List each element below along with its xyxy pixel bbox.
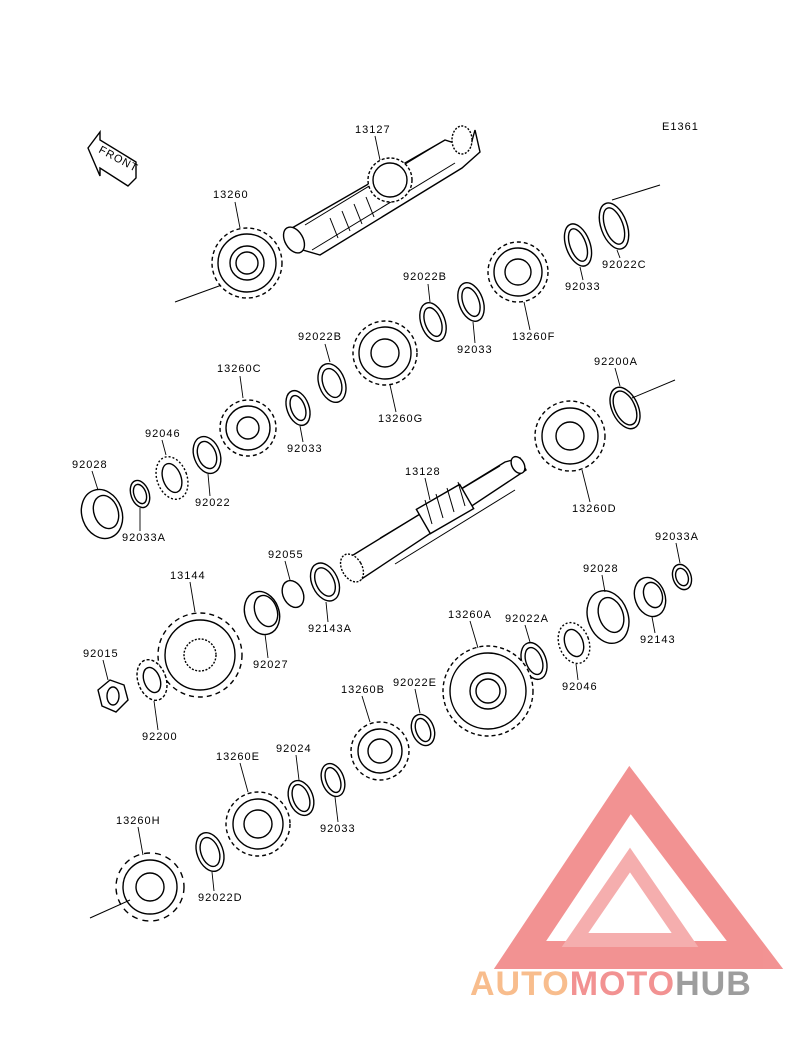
part-92033-top — [563, 223, 593, 267]
part-92028-right — [586, 590, 630, 644]
label-l13127: 13127 — [355, 124, 391, 136]
part-92046-right — [557, 621, 591, 665]
label-l92022c: 92022C — [602, 259, 647, 271]
part-92022B-top — [419, 302, 447, 342]
label-l92033-2: 92033 — [457, 344, 493, 356]
part-13260H — [115, 852, 185, 922]
label-l92055: 92055 — [268, 549, 304, 561]
label-l92033a-2: 92033A — [655, 531, 699, 543]
part-13260E — [225, 791, 291, 857]
watermark-auto: AUTO — [470, 965, 570, 1003]
part-92200A — [609, 386, 641, 430]
part-92143A — [309, 562, 341, 602]
label-l92200: 92200 — [142, 731, 178, 743]
front-arrow-icon: FRONT — [87, 129, 140, 187]
part-13260A — [442, 645, 534, 737]
label-l92143a: 92143A — [308, 623, 352, 635]
part-92022 — [192, 435, 222, 475]
part-92027 — [243, 590, 281, 636]
watermark-moto: MOTO — [570, 965, 675, 1003]
part-92046-top — [155, 455, 189, 501]
diagram-code: E1361 — [662, 121, 699, 133]
part-92024 — [287, 779, 315, 817]
part-13260 — [211, 227, 283, 299]
label-l92022d: 92022D — [198, 892, 243, 904]
part-13260F — [487, 241, 549, 303]
label-l92143: 92143 — [640, 634, 676, 646]
label-l92033-3: 92033 — [287, 443, 323, 455]
label-l13144: 13144 — [170, 570, 206, 582]
part-92028-top — [80, 488, 124, 540]
part-92022D — [195, 831, 225, 873]
label-l92033a-1: 92033A — [122, 532, 166, 544]
label-l92022b-2: 92022B — [298, 331, 342, 343]
label-l92015: 92015 — [83, 648, 119, 660]
part-92033-low — [285, 389, 311, 427]
part-92033-mid — [457, 282, 485, 322]
label-l92028-1: 92028 — [72, 459, 108, 471]
label-l92022b-1: 92022B — [403, 271, 447, 283]
label-l13260e: 13260E — [216, 751, 260, 763]
label-l92033-4: 92033 — [320, 823, 356, 835]
label-l92033-1: 92033 — [565, 281, 601, 293]
part-13260C — [219, 399, 277, 457]
label-l13260h: 13260H — [116, 815, 161, 827]
part-92033A-top — [129, 479, 151, 509]
label-l13260c: 13260C — [217, 363, 262, 375]
label-l92046-1: 92046 — [145, 428, 181, 440]
part-92015 — [97, 679, 129, 713]
part-92200 — [136, 658, 168, 702]
part-92143 — [633, 576, 667, 618]
label-l13260g: 13260G — [378, 413, 423, 425]
part-92033-bottom — [320, 762, 346, 798]
label-l13260a: 13260A — [448, 609, 492, 621]
part-92022C — [598, 202, 630, 250]
part-92055 — [281, 579, 305, 609]
label-l92027: 92027 — [253, 659, 289, 671]
part-92022E — [410, 713, 436, 747]
part-13127 — [282, 125, 481, 256]
label-l92046-2: 92046 — [562, 681, 598, 693]
label-l92028-2: 92028 — [583, 563, 619, 575]
label-l13260b: 13260B — [341, 684, 385, 696]
label-l13260f: 13260F — [512, 331, 555, 343]
part-13260B — [350, 721, 410, 781]
label-l13260: 13260 — [213, 189, 249, 201]
part-13128 — [339, 455, 527, 583]
watermark-logo: AUTOMOTOHUB — [470, 765, 784, 1003]
label-l92200a: 92200A — [594, 356, 638, 368]
label-l13128: 13128 — [405, 466, 441, 478]
part-92033A-right — [671, 563, 693, 591]
label-l92022e: 92022E — [393, 677, 437, 689]
part-13260G — [352, 320, 418, 386]
part-13260D — [534, 400, 606, 472]
watermark-hub: HUB — [675, 965, 752, 1003]
part-13144 — [157, 612, 243, 698]
svg-text:AUTOMOTOHUB: AUTOMOTOHUB — [470, 965, 752, 1003]
label-l92024: 92024 — [276, 743, 312, 755]
label-l92022a: 92022A — [505, 613, 549, 625]
label-l92022: 92022 — [195, 497, 231, 509]
part-92022B-mid — [317, 362, 347, 404]
label-l13260d: 13260D — [572, 503, 617, 515]
